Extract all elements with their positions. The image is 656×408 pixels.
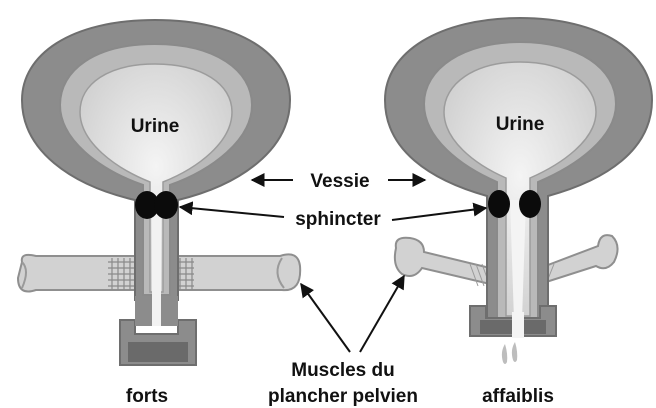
urine-left-label: Urine [131, 116, 180, 137]
right-bladder [385, 18, 652, 364]
forts-label: forts [126, 386, 168, 407]
sphincter-label: sphincter [295, 209, 381, 230]
muscles-label-line2: plancher pelvien [268, 386, 418, 407]
muscles-label-line1: Muscles du [291, 360, 394, 381]
affaiblis-label: affaiblis [482, 386, 554, 407]
vessie-label: Vessie [310, 171, 369, 192]
left-bladder [18, 20, 300, 365]
sphincter-arrow-left [180, 207, 284, 217]
muscle-arrow-right [360, 276, 404, 352]
muscle-arrow-left [301, 284, 350, 352]
leak-drops [502, 342, 517, 364]
sphincter-arrow-right [392, 208, 486, 220]
urine-right-label: Urine [496, 114, 545, 135]
